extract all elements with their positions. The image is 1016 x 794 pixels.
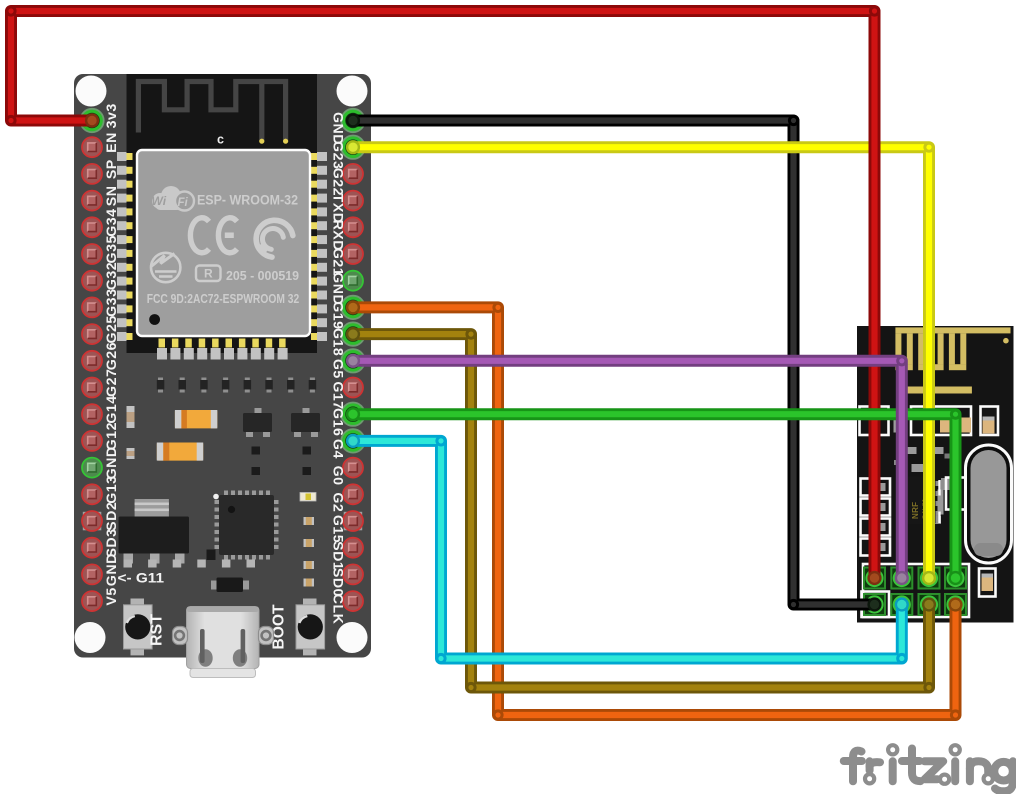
svg-text:EN: EN — [104, 132, 120, 153]
svg-text:SD2: SD2 — [104, 502, 120, 531]
svg-text:c: c — [217, 133, 224, 147]
svg-text:G25: G25 — [104, 315, 120, 343]
svg-text:G22: G22 — [330, 168, 346, 196]
svg-text:SD1: SD1 — [330, 541, 346, 570]
svg-text:SD0: SD0 — [330, 568, 346, 597]
svg-text:G14: G14 — [104, 395, 120, 423]
svg-text:205 - 000519: 205 - 000519 — [226, 269, 299, 283]
svg-text:G16: G16 — [330, 408, 346, 436]
svg-text:G19: G19 — [330, 301, 346, 329]
svg-text:G4: G4 — [330, 439, 346, 459]
svg-text:NRF: NRF — [911, 502, 920, 519]
svg-text:G0: G0 — [330, 466, 346, 486]
svg-text:G18: G18 — [330, 328, 346, 356]
svg-text:SN: SN — [104, 186, 120, 207]
svg-text:RXD: RXD — [330, 220, 346, 251]
svg-text:Fi: Fi — [178, 197, 189, 209]
svg-text:GND: GND — [330, 112, 346, 145]
svg-text:GND: GND — [330, 272, 346, 305]
svg-text:<- G11: <- G11 — [118, 571, 165, 586]
svg-text:G23: G23 — [330, 141, 346, 169]
svg-text:GND: GND — [104, 446, 120, 479]
svg-text:3v3: 3v3 — [104, 103, 120, 128]
svg-text:V5: V5 — [104, 587, 120, 605]
svg-text:Wi: Wi — [152, 194, 167, 208]
svg-text:SD3: SD3 — [104, 528, 120, 557]
svg-text:TXD: TXD — [330, 194, 346, 224]
svg-text:G2: G2 — [330, 492, 346, 512]
svg-text:SP: SP — [104, 159, 120, 179]
svg-text:GND: GND — [104, 553, 120, 586]
svg-text:G17: G17 — [330, 381, 346, 409]
svg-text:G15: G15 — [330, 515, 346, 543]
svg-text:G35: G35 — [104, 235, 120, 263]
svg-text:G34: G34 — [104, 208, 120, 236]
svg-text:BOOT: BOOT — [271, 604, 288, 649]
svg-text:G5: G5 — [330, 359, 346, 379]
svg-text:CLK: CLK — [330, 594, 346, 625]
svg-text:RST: RST — [149, 614, 166, 646]
svg-text:G33: G33 — [104, 289, 120, 317]
svg-text:ESP- WROOM-32: ESP- WROOM-32 — [197, 193, 298, 208]
svg-text:R: R — [204, 267, 213, 281]
svg-text:G26: G26 — [104, 342, 120, 370]
svg-text:G13: G13 — [104, 475, 120, 503]
svg-text:G27: G27 — [104, 369, 120, 397]
svg-text:G32: G32 — [104, 262, 120, 290]
svg-text:FCC 9D:2AC72-ESPWROOM 32: FCC 9D:2AC72-ESPWROOM 32 — [147, 292, 300, 306]
svg-text:G12: G12 — [104, 422, 120, 450]
svg-text:G21: G21 — [330, 248, 346, 276]
